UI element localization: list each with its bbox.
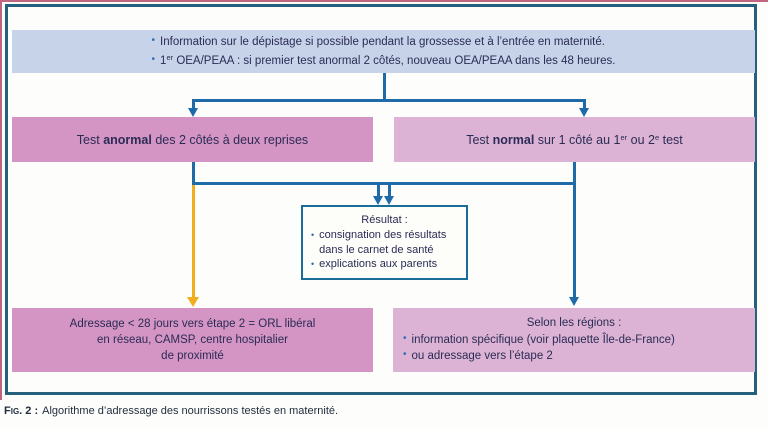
info-bullet-1-text: Information sur le dépistage si possible… bbox=[160, 36, 605, 49]
regions-box: Selon les régions : • information spécif… bbox=[393, 308, 755, 372]
referral-line-1: Adressage < 28 jours vers étape 2 = ORL … bbox=[69, 317, 316, 330]
connector-mid-horizontal bbox=[192, 182, 576, 185]
figure-caption-label: Fig. 2 : bbox=[4, 405, 39, 417]
referral-box: Adressage < 28 jours vers étape 2 = ORL … bbox=[12, 308, 373, 372]
regions-bullet-1: • information spécifique (voir plaquette… bbox=[403, 332, 675, 346]
figure-caption-text: Algorithme d’adressage des nourrissons t… bbox=[42, 405, 339, 417]
arrow-down-yellow-icon bbox=[187, 297, 199, 307]
bullet-icon: • bbox=[311, 229, 315, 240]
connector-top-horizontal bbox=[192, 99, 586, 102]
outer-pink-edge-top bbox=[0, 0, 768, 2]
info-box: • Information sur le dépistage si possib… bbox=[12, 30, 755, 73]
info-bullet-2-text: 1er OEA/PEAA : si premier test anormal 2… bbox=[160, 52, 616, 67]
arrow-down-icon bbox=[569, 297, 579, 306]
referral-line-2: en réseau, CAMSP, centre hospitalier bbox=[97, 333, 288, 346]
connector-yellow-vertical bbox=[192, 185, 195, 298]
connector-right-vertical bbox=[573, 162, 576, 298]
info-bullet-1: • Information sur le dépistage si possib… bbox=[152, 33, 616, 51]
regions-bullet-2: • ou adressage vers l’étape 2 bbox=[403, 349, 553, 363]
arrow-down-icon bbox=[188, 108, 198, 117]
result-box: Résultat : • consignation des résultats … bbox=[301, 205, 468, 280]
connector-result-drop-2 bbox=[388, 185, 391, 196]
arrow-down-icon bbox=[373, 196, 383, 205]
connector-drop-left bbox=[192, 99, 195, 109]
bullet-icon: • bbox=[403, 332, 407, 344]
connector-left-box-drop bbox=[192, 162, 195, 185]
arrow-down-icon bbox=[384, 196, 394, 205]
bullet-icon: • bbox=[151, 35, 156, 47]
referral-line-3: de proximité bbox=[161, 350, 224, 363]
test-normal-box: Test normal sur 1 côté au 1er ou 2e test bbox=[394, 117, 755, 162]
connector-top-vertical bbox=[383, 73, 386, 100]
test-normal-text: Test normal sur 1 côté au 1er ou 2e test bbox=[466, 132, 683, 147]
outer-pink-edge-left bbox=[0, 0, 2, 400]
result-bullet-2: • explications aux parents bbox=[311, 258, 438, 271]
figure-caption: Fig. 2 :Algorithme d’adressage des nourr… bbox=[4, 405, 764, 417]
flowchart-frame bbox=[5, 4, 757, 395]
arrow-down-icon bbox=[579, 108, 589, 117]
result-title: Résultat : bbox=[361, 213, 408, 226]
test-abnormal-text: Test anormal des 2 côtés à deux reprises bbox=[76, 132, 309, 147]
connector-result-drop-1 bbox=[377, 185, 380, 196]
info-bullet-2: • 1er OEA/PEAA : si premier test anormal… bbox=[152, 52, 616, 70]
result-bullet-1: • consignation des résultats dans le car… bbox=[311, 228, 447, 256]
connector-drop-right bbox=[583, 99, 586, 109]
regions-title: Selon les régions : bbox=[526, 316, 622, 329]
bullet-icon: • bbox=[403, 349, 407, 361]
bullet-icon: • bbox=[151, 53, 156, 65]
test-abnormal-box: Test anormal des 2 côtés à deux reprises bbox=[12, 117, 373, 162]
bullet-icon: • bbox=[311, 259, 315, 270]
